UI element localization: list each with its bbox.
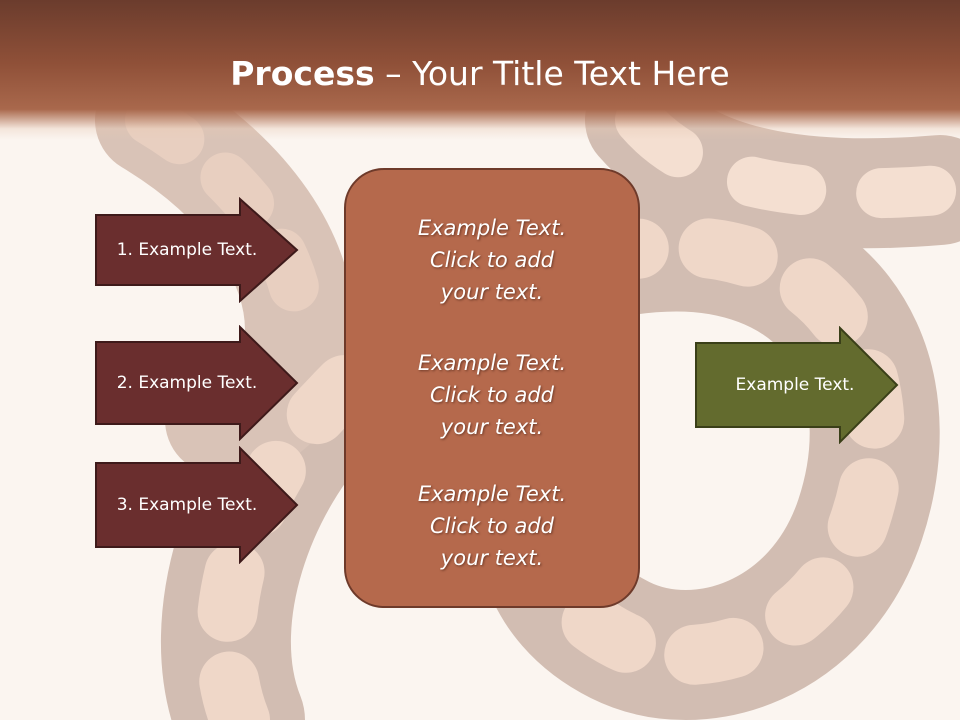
- panel-line: your text.: [440, 415, 544, 439]
- step-arrow-2[interactable]: 2. Example Text.: [94, 325, 300, 441]
- panel-paragraph-1: Example Text. Click to add your text.: [346, 212, 638, 308]
- panel-line: Click to add: [429, 383, 554, 407]
- slide-title[interactable]: Process – Your Title Text Here: [0, 50, 960, 98]
- output-arrow[interactable]: Example Text.: [694, 326, 900, 444]
- panel-line: Example Text.: [417, 216, 567, 240]
- step-arrow-3[interactable]: 3. Example Text.: [94, 446, 300, 564]
- title-rest-text: – Your Title Text Here: [374, 54, 730, 93]
- panel-line: your text.: [440, 546, 544, 570]
- panel-line: Click to add: [429, 248, 554, 272]
- panel-line: your text.: [440, 280, 544, 304]
- step-arrow-1[interactable]: 1. Example Text.: [94, 197, 300, 303]
- panel-line: Example Text.: [417, 351, 567, 375]
- step-label: 3. Example Text.: [116, 495, 258, 515]
- output-arrow-shape: [695, 326, 899, 444]
- step-arrow-shape: [95, 325, 299, 441]
- title-bar: [0, 0, 960, 140]
- panel-line: Example Text.: [417, 482, 567, 506]
- step-arrow-shape: [95, 197, 299, 303]
- step-label: 2. Example Text.: [116, 373, 258, 393]
- panel-paragraph-3: Example Text. Click to add your text.: [346, 478, 638, 574]
- panel-line: Click to add: [429, 514, 554, 538]
- output-label: Example Text.: [735, 375, 855, 395]
- step-label: 1. Example Text.: [116, 240, 258, 260]
- title-bold-text: Process: [230, 54, 375, 93]
- panel-paragraph-2: Example Text. Click to add your text.: [346, 347, 638, 443]
- step-arrow-shape: [95, 446, 299, 564]
- center-text-panel[interactable]: Example Text. Click to add your text. Ex…: [344, 168, 640, 608]
